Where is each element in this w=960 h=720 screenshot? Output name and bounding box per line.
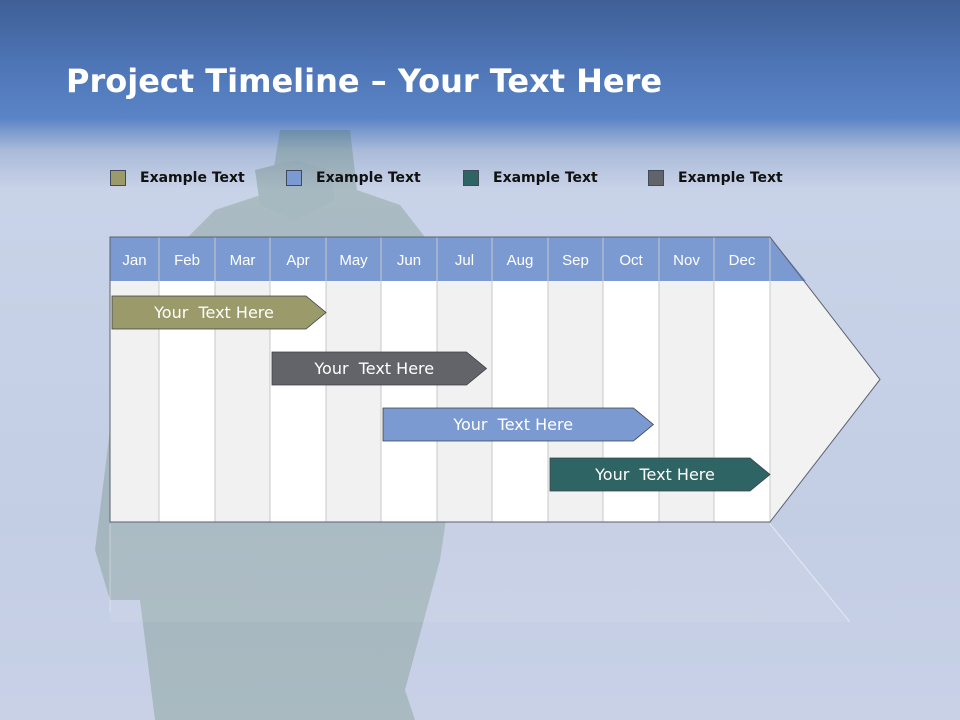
month-label: Mar: [230, 252, 256, 269]
task-bar: Your Text Here: [271, 351, 488, 386]
month-column: [437, 281, 492, 522]
month-header-band: [110, 237, 806, 281]
task-bar-label: Your Text Here: [594, 465, 715, 484]
month-label: Oct: [619, 252, 643, 269]
task-bar-label: Your Text Here: [452, 415, 573, 434]
legend-swatch: [286, 170, 302, 186]
task-bar: Your Text Here: [382, 407, 655, 442]
month-label: Jun: [397, 252, 421, 269]
month-label: Dec: [729, 252, 756, 269]
month-column: [381, 281, 437, 522]
legend-item: Example Text: [110, 170, 245, 186]
month-label: Sep: [562, 252, 589, 269]
month-label: Apr: [286, 252, 309, 269]
legend-label: Example Text: [316, 170, 421, 186]
legend-swatch: [110, 170, 126, 186]
legend-item: Example Text: [286, 170, 421, 186]
task-bar-label: Your Text Here: [313, 359, 434, 378]
month-column: [492, 281, 548, 522]
task-bar: Your Text Here: [549, 457, 771, 492]
month-label: Jan: [122, 252, 146, 269]
task-bar-shape: [271, 351, 488, 386]
legend-item: Example Text: [648, 170, 783, 186]
month-label: Aug: [507, 252, 534, 269]
legend-label: Example Text: [493, 170, 598, 186]
legend-swatch: [648, 170, 664, 186]
task-bar-shape: [382, 407, 655, 442]
timeline-arrow-outline: [109, 236, 881, 523]
month-label: Nov: [673, 252, 700, 269]
legend-swatch: [463, 170, 479, 186]
task-bar-shape: [111, 295, 327, 330]
title-rest: – Your Text Here: [359, 62, 663, 100]
month-column: [326, 281, 381, 522]
task-bar-label: Your Text Here: [153, 303, 274, 322]
legend-label: Example Text: [678, 170, 783, 186]
month-label: Jul: [455, 252, 474, 269]
month-label: May: [339, 252, 368, 269]
legend-item: Example Text: [463, 170, 598, 186]
task-bar: Your Text Here: [111, 295, 327, 330]
slide-title: Project Timeline – Your Text Here: [66, 60, 662, 102]
reflection-edge: [769, 523, 851, 623]
month-label: Feb: [174, 252, 200, 269]
timeline-reflection: [110, 522, 850, 622]
title-bold: Project Timeline: [66, 62, 360, 100]
task-bar-shape: [549, 457, 771, 492]
legend: Example Text Example Text Example Text E…: [0, 170, 960, 194]
legend-label: Example Text: [140, 170, 245, 186]
